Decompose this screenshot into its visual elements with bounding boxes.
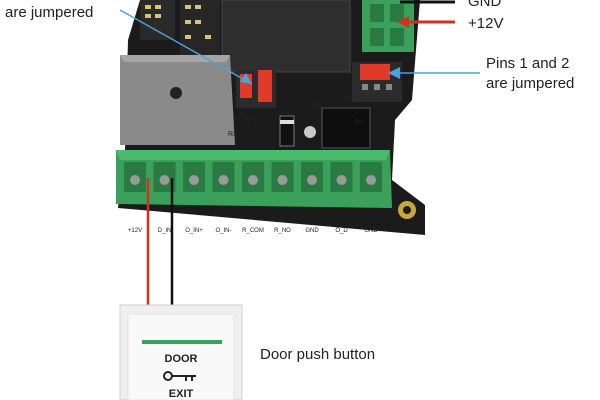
arrow-top-left bbox=[119, 9, 253, 85]
terminal-slot bbox=[301, 162, 323, 192]
arrowhead-jp2 bbox=[388, 67, 400, 79]
label-are-jumpered-top: are jumpered bbox=[5, 4, 93, 21]
terminal-block: +12V D_IN O_IN+ O_IN- R_COM R_NO GND O_D GND bbox=[116, 150, 392, 234]
ic-chip bbox=[321, 107, 371, 149]
terminal-label: GND bbox=[305, 228, 319, 234]
terminal-label: O_D bbox=[335, 228, 348, 234]
terminal-slots bbox=[124, 162, 382, 192]
button-label-door: DOOR bbox=[165, 353, 198, 365]
silk-d1: D1 bbox=[355, 119, 364, 126]
jumper-jp2 bbox=[352, 62, 402, 102]
relay bbox=[221, 0, 351, 73]
silk-r3: R3 bbox=[228, 131, 237, 138]
label-gnd: GND bbox=[468, 0, 502, 10]
silk-jp1: JP1 bbox=[245, 117, 257, 124]
terminal-label: +12V bbox=[128, 228, 142, 234]
jumper-jp1 bbox=[236, 70, 276, 108]
button-label-exit: EXIT bbox=[169, 388, 194, 400]
terminal-slot bbox=[360, 162, 382, 192]
arrowhead-top-left bbox=[240, 73, 252, 84]
door-exit-button: DOOR EXIT bbox=[119, 304, 243, 400]
silk-jp2: JP2 bbox=[342, 97, 354, 104]
smd-components bbox=[145, 5, 211, 39]
label-door-button: Door push button bbox=[260, 346, 375, 363]
terminal-slot bbox=[212, 162, 235, 192]
label-pins-line1: Pins 1 and 2 bbox=[486, 55, 569, 72]
terminal-label: O_IN+ bbox=[185, 228, 203, 234]
label-12v: +12V bbox=[468, 15, 503, 32]
terminal-label: O_IN- bbox=[215, 228, 231, 234]
v12-arrowhead bbox=[397, 16, 409, 28]
terminal-slot bbox=[330, 162, 353, 192]
terminal-labels: +12V D_IN O_IN+ O_IN- R_COM R_NO GND O_D GND bbox=[128, 228, 378, 234]
terminal-slot bbox=[124, 162, 146, 192]
terminal-slot bbox=[271, 162, 294, 192]
label-pins-line2: are jumpered bbox=[486, 75, 574, 92]
terminal-slot bbox=[183, 162, 205, 192]
terminal-label: GND bbox=[364, 228, 378, 234]
key-icon bbox=[163, 371, 196, 381]
terminal-label: D_IN bbox=[158, 228, 172, 234]
heatsink bbox=[120, 55, 235, 145]
terminal-label: R_COM bbox=[242, 228, 264, 234]
terminal-slot bbox=[242, 162, 264, 192]
silk-d2: D2 bbox=[312, 101, 321, 108]
terminal-slot bbox=[153, 162, 176, 192]
terminal-label: R_NO bbox=[274, 228, 291, 234]
